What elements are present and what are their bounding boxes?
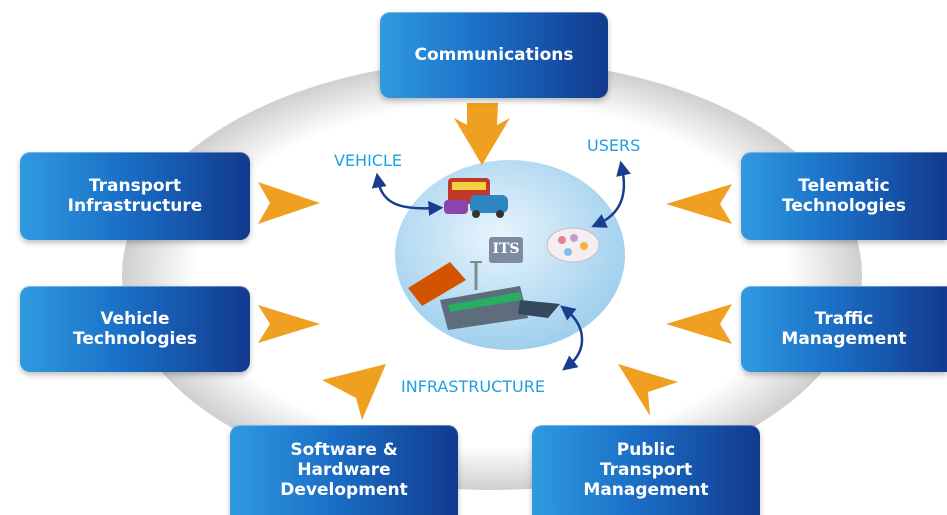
traffic-management-box: Traffic Management xyxy=(741,286,947,372)
public-transport-management-box: Public Transport Management xyxy=(532,425,760,515)
infrastructure-illustration xyxy=(408,261,560,330)
vehicle-illustration xyxy=(444,178,508,218)
telematic-technologies-box: Telematic Technologies xyxy=(741,152,947,240)
orange-arrows xyxy=(258,103,732,420)
transport-infrastructure-box: Transport Infrastructure xyxy=(20,152,250,240)
its-center-label: ITS xyxy=(492,241,520,257)
users-label: USERS xyxy=(587,136,641,155)
arrow-from-transport-infrastructure xyxy=(258,182,320,224)
infrastructure-label: INFRASTRUCTURE xyxy=(401,377,545,396)
infrastructure-connector-arrow xyxy=(560,305,584,371)
arrow-from-software-hardware xyxy=(322,364,386,420)
arrow-from-vehicle-technologies xyxy=(258,305,320,343)
users-illustration xyxy=(546,227,600,263)
vehicle-label: VEHICLE xyxy=(334,151,402,170)
communications-box: Communications xyxy=(380,12,608,98)
users-connector-arrow xyxy=(591,160,631,228)
software-hardware-development-box: Software & Hardware Development xyxy=(230,425,458,515)
its-logo xyxy=(489,237,523,263)
arrow-from-traffic-management xyxy=(666,304,732,344)
vehicle-technologies-box: Vehicle Technologies xyxy=(20,286,250,372)
arrow-from-communications xyxy=(454,103,510,165)
arrow-from-telematic-technologies xyxy=(666,184,732,224)
vehicle-connector-arrow xyxy=(371,172,444,216)
arrow-from-public-transport xyxy=(618,364,678,416)
